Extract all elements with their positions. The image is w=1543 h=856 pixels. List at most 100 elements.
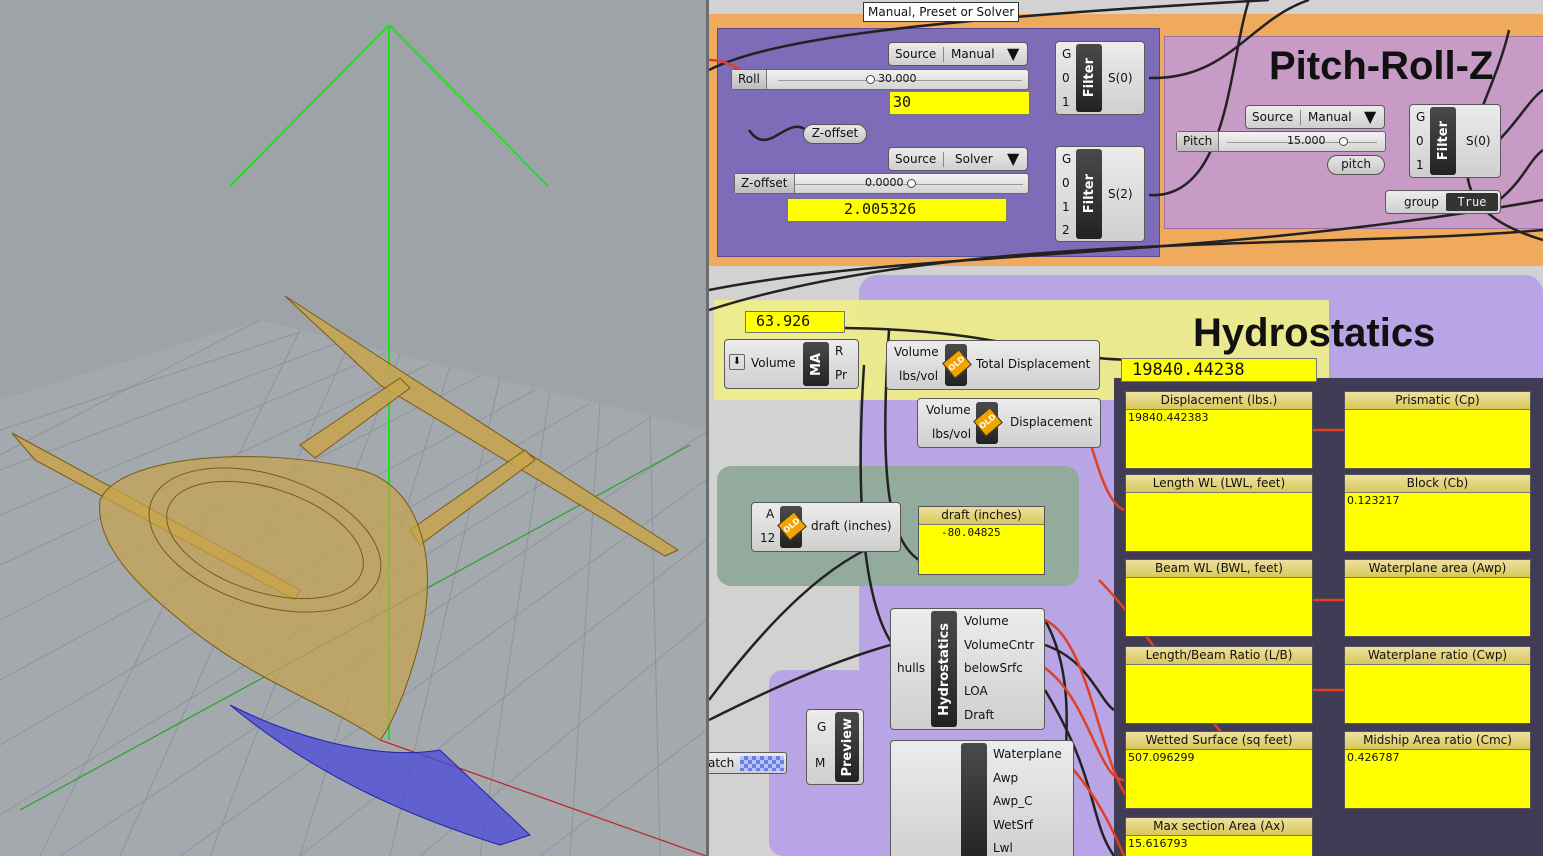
split-divider[interactable] [706, 0, 709, 856]
filter-input-1[interactable]: 1 [1416, 158, 1424, 172]
mass-name-bar: MA [803, 342, 829, 386]
result-panel[interactable]: Max section Area (Ax)15.616793 [1125, 817, 1313, 856]
swatch-color [740, 756, 784, 771]
output-volume[interactable]: Volume [964, 614, 1009, 628]
result-panel-value: 15.616793 [1128, 837, 1188, 850]
result-panel-title: Waterplane area (Awp) [1345, 560, 1530, 578]
preview-name-bar: Preview [835, 712, 859, 782]
output-volume-cntr[interactable]: VolumeCntr [964, 638, 1035, 652]
output-waterplane[interactable]: Waterplane [993, 747, 1062, 761]
dropdown-arrow-icon[interactable]: ▼ [1364, 107, 1377, 126]
filter-input-g[interactable]: G [1062, 47, 1072, 61]
mass-output-pr[interactable]: Pr [835, 368, 847, 382]
roll-panel[interactable]: 30 [889, 91, 1030, 115]
expand-arrow-icon[interactable]: ⬇ [729, 354, 745, 370]
filter-input-1[interactable]: 1 [1062, 95, 1070, 109]
filter-input-g[interactable]: G [1416, 110, 1426, 124]
output-below-srfc[interactable]: belowSrfc [964, 661, 1023, 675]
result-panel[interactable]: Block (Cb)0.123217 [1344, 474, 1531, 552]
group-toggle[interactable]: group True [1385, 190, 1501, 214]
z-offset-panel-value: 2.005326 [844, 200, 917, 218]
grasshopper-canvas[interactable]: Manual, Preset or Solver Pitch-Roll-Z Hy… [709, 0, 1543, 856]
input-volume[interactable]: Volume [926, 403, 971, 417]
filter-input-0[interactable]: 0 [1062, 71, 1070, 85]
pitch-slider-label: Pitch [1177, 132, 1220, 151]
preview-component[interactable]: G M Preview [806, 709, 864, 785]
dropdown-arrow-icon[interactable]: ▼ [1007, 44, 1020, 63]
hydrostatics-name-bar: Hydrostatics [931, 611, 957, 727]
preview-input-m[interactable]: M [815, 756, 826, 770]
total-displacement-panel[interactable]: 19840.44238 [1121, 358, 1317, 382]
total-displacement-output[interactable]: Total Displacement [976, 357, 1091, 371]
z-offset-slider-grip[interactable] [907, 179, 916, 188]
input-12[interactable]: 12 [760, 531, 776, 545]
result-panel[interactable]: Displacement (lbs.)19840.442383 [1125, 391, 1313, 469]
z-offset-param[interactable]: Z-offset [803, 124, 867, 144]
input-volume[interactable]: Volume [894, 345, 939, 359]
pitch-source-selector[interactable]: Source Manual ▼ [1245, 105, 1385, 129]
filter-output[interactable]: S(2) [1108, 187, 1133, 201]
viewport-scene [0, 24, 706, 856]
result-panel[interactable]: Wetted Surface (sq feet)507.096299 [1125, 731, 1313, 809]
output-loa[interactable]: LOA [964, 684, 988, 698]
output-draft[interactable]: Draft [964, 708, 995, 722]
result-panel-title: Max section Area (Ax) [1126, 818, 1312, 836]
z-offset-panel[interactable]: 2.005326 [787, 198, 1007, 222]
result-panel-value [1345, 410, 1530, 412]
roll-filter-component[interactable]: G 0 1 Filter S(0) [1055, 41, 1145, 115]
toggle-value-box[interactable]: True [1446, 193, 1498, 211]
filter-output[interactable]: S(0) [1466, 134, 1491, 148]
result-panel[interactable]: Waterplane area (Awp) [1344, 559, 1531, 637]
result-panel[interactable]: Length WL (LWL, feet) [1125, 474, 1313, 552]
pitch-filter-component[interactable]: G 0 1 Filter S(0) [1409, 104, 1501, 178]
preview-input-g[interactable]: G [817, 720, 827, 734]
output-awp[interactable]: Awp [993, 771, 1019, 785]
waterplane-component[interactable]: Waterplane Awp Awp_C WetSrf Lwl [890, 740, 1074, 856]
roll-slider-label: Roll [732, 70, 767, 89]
draft-component[interactable]: A 12 OLD draft (inches) [751, 502, 901, 552]
draft-output[interactable]: draft (inches) [811, 519, 892, 533]
roll-slider[interactable]: Roll 30.000 [731, 69, 1029, 90]
output-awp-c[interactable]: Awp_C [993, 794, 1033, 808]
displacement-component[interactable]: Volume lbs/vol OLD Displacement [917, 398, 1101, 448]
hydrostatics-component[interactable]: hulls Hydrostatics Volume VolumeCntr bel… [890, 608, 1045, 730]
filter-input-0[interactable]: 0 [1416, 134, 1424, 148]
pitch-slider[interactable]: Pitch 15.000 [1176, 131, 1386, 152]
filter-output[interactable]: S(0) [1108, 71, 1133, 85]
output-wetsrf[interactable]: WetSrf [993, 818, 1034, 832]
result-panel-value [1345, 665, 1530, 667]
result-panel[interactable]: Length/Beam Ratio (L/B) [1125, 646, 1313, 724]
input-lbs-vol[interactable]: lbs/vol [899, 369, 939, 383]
filter-input-0[interactable]: 0 [1062, 176, 1070, 190]
roll-source-selector[interactable]: Source Manual ▼ [888, 42, 1028, 66]
filter-input-2[interactable]: 2 [1062, 223, 1070, 237]
z-offset-slider[interactable]: Z-offset 0.0000 [734, 173, 1029, 194]
result-panel[interactable]: Beam WL (BWL, feet) [1125, 559, 1313, 637]
filter-input-1[interactable]: 1 [1062, 200, 1070, 214]
result-panel[interactable]: Prismatic (Cp) [1344, 391, 1531, 469]
material-swatch[interactable]: atch [709, 752, 787, 774]
z-filter-component[interactable]: G 0 1 2 Filter S(2) [1055, 146, 1145, 242]
displacement-output[interactable]: Displacement [1010, 415, 1093, 429]
draft-panel-title: draft (inches) [919, 507, 1044, 525]
pitch-slider-grip[interactable] [1339, 137, 1348, 146]
input-a[interactable]: A [766, 507, 775, 521]
filter-input-g[interactable]: G [1062, 152, 1072, 166]
total-displacement-component[interactable]: Volume lbs/vol OLD Total Displacement [886, 340, 1100, 390]
result-panel[interactable]: Midship Area ratio (Cmc)0.426787 [1344, 731, 1531, 809]
hulls-input[interactable]: hulls [897, 661, 926, 675]
z-source-selector[interactable]: Source Solver ▼ [888, 147, 1028, 171]
output-lwl[interactable]: Lwl [993, 841, 1013, 855]
result-panel[interactable]: Waterplane ratio (Cwp) [1344, 646, 1531, 724]
rhino-viewport[interactable] [0, 0, 706, 856]
old-component-icon: OLD [942, 344, 972, 386]
mass-output-r[interactable]: R [835, 344, 844, 358]
dropdown-arrow-icon[interactable]: ▼ [1007, 149, 1020, 168]
pitch-param[interactable]: pitch [1327, 155, 1385, 175]
volume-mass-component[interactable]: ⬇ Volume MA R Pr [724, 339, 859, 389]
density-panel[interactable]: 63.926 [745, 311, 845, 333]
input-lbs-vol[interactable]: lbs/vol [932, 427, 972, 441]
roll-slider-grip[interactable] [866, 75, 875, 84]
draft-panel[interactable]: draft (inches) -80.04825 [918, 506, 1045, 575]
old-component-icon: OLD [973, 402, 1003, 444]
